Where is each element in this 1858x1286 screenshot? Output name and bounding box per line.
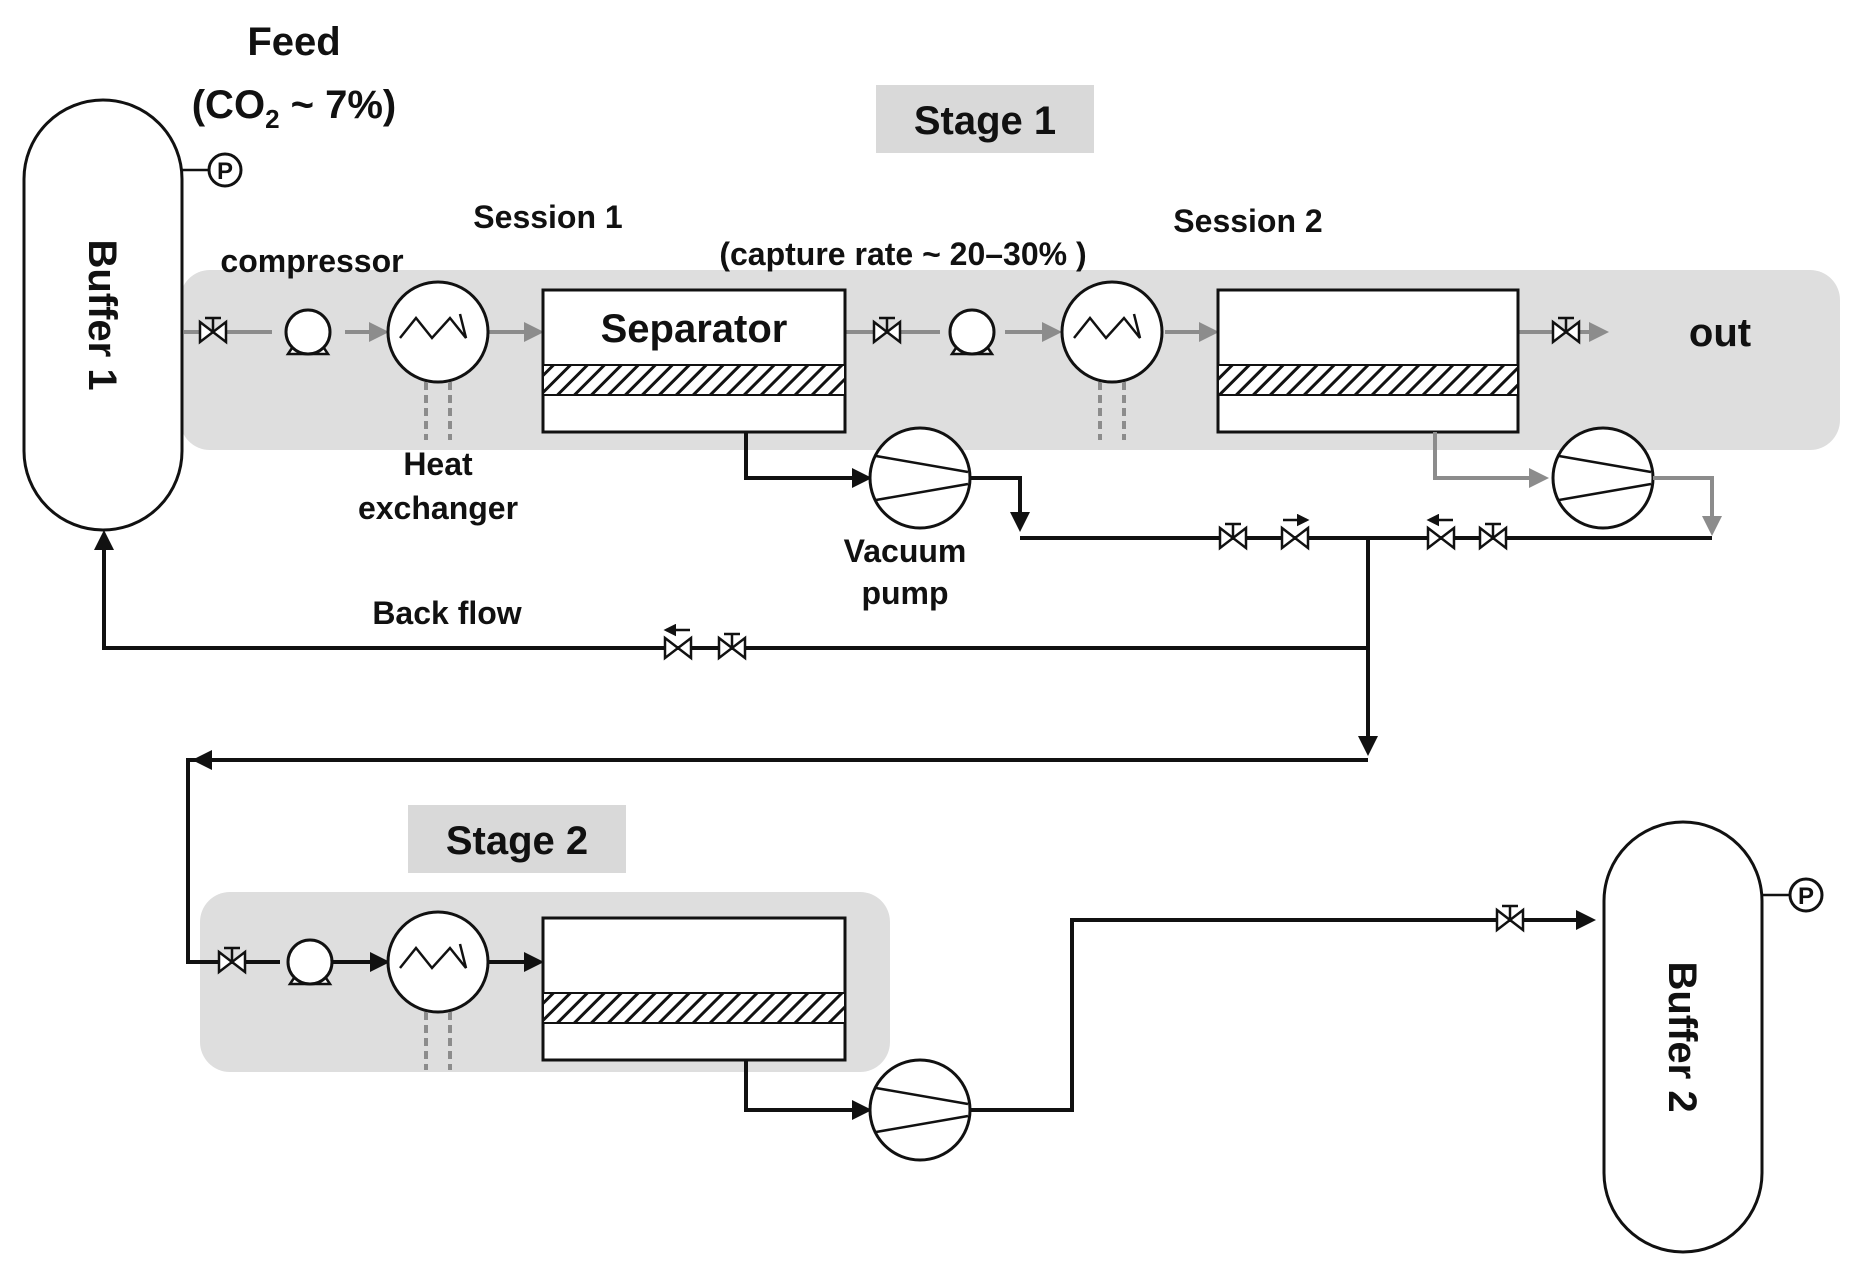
sep3-permeate-line <box>744 1060 872 1120</box>
pressure-gauge-icon <box>207 152 243 188</box>
out-label: out <box>1689 311 1751 355</box>
buffer2-vessel <box>1602 820 1764 1254</box>
check-valve-icon[interactable] <box>663 623 693 661</box>
check-valve-icon[interactable] <box>1426 513 1456 551</box>
pressure-gauge-label: P <box>1798 883 1814 910</box>
pressure-gauge-label: P <box>217 158 233 185</box>
separator-1: Separator <box>541 288 847 434</box>
stage1-title-box <box>876 85 1094 153</box>
session1-label: Session 1 <box>473 199 622 235</box>
valve-icon[interactable] <box>717 632 747 661</box>
valve-icon[interactable] <box>217 946 247 975</box>
feed-title: Feed <box>247 20 340 64</box>
back-flow-line <box>94 530 1368 650</box>
pressure-gauge-icon <box>1788 877 1824 913</box>
vp3-discharge-line <box>970 910 1596 1112</box>
compressor-icon <box>948 308 996 356</box>
heat-exchanger-icon <box>1060 280 1164 440</box>
buffer1-label: Buffer 1 <box>80 239 124 390</box>
buffer2-label: Buffer 2 <box>1660 961 1704 1112</box>
vacuum-pump-icon <box>1551 426 1655 530</box>
separator-label: Separator <box>601 307 788 351</box>
heat-exchanger-icon <box>386 280 490 440</box>
compressor-icon <box>286 938 334 986</box>
vacuum-pump-icon <box>868 426 972 530</box>
valve-icon[interactable] <box>1478 522 1508 551</box>
stage2-title: Stage 2 <box>446 819 588 863</box>
valve-icon[interactable] <box>198 316 228 345</box>
vp1-discharge-line <box>970 476 1030 532</box>
valve-icon[interactable] <box>872 316 902 345</box>
separator-2 <box>1216 288 1520 434</box>
feed-composition: (CO2 ~ 7%) <box>192 83 397 134</box>
sep2-permeate-line <box>1433 432 1549 488</box>
vp2-discharge-line <box>1653 476 1722 536</box>
session2-label: Session 2 <box>1173 203 1322 239</box>
stage2-title-box <box>408 805 626 873</box>
capture-rate-label: (capture rate ~ 20–30% ) <box>719 236 1086 272</box>
valve-icon[interactable] <box>1551 316 1581 345</box>
vacuum-pump-icon <box>868 1058 972 1162</box>
compressor-icon <box>284 308 332 356</box>
check-valve-icon[interactable] <box>1280 513 1310 551</box>
back-flow-label: Back flow <box>372 595 521 631</box>
sep1-permeate-line <box>744 432 872 488</box>
separator-3 <box>541 916 847 1062</box>
stage1-title: Stage 1 <box>914 99 1056 143</box>
valve-icon[interactable] <box>1495 904 1525 933</box>
compressor-label: compressor <box>220 243 403 279</box>
valve-icon[interactable] <box>1218 522 1248 551</box>
